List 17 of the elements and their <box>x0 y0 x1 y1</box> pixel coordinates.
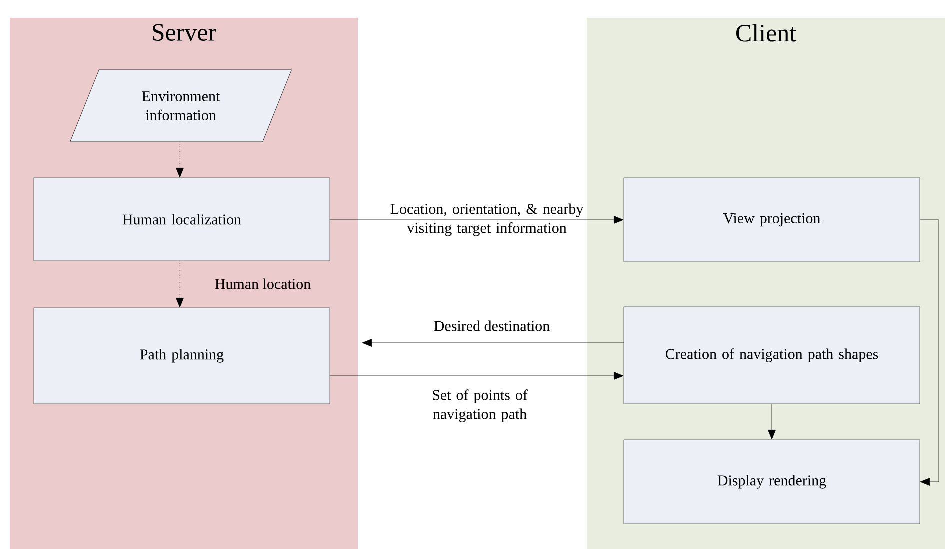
edge-label: Location, orientation, & nearby visiting target information <box>390 204 584 236</box>
process-box: Path planning <box>34 308 330 404</box>
process-box: Creation of navigation path shapes <box>624 306 920 404</box>
process-box: View projection <box>624 178 920 262</box>
arrow <box>330 372 624 380</box>
arrow <box>920 220 940 486</box>
process-box: Display rendering <box>624 440 920 524</box>
edge-label: Desired destination <box>434 320 550 332</box>
edge-label: Set of points of navigation path <box>433 390 528 422</box>
data-parallelogram: Environment information <box>70 70 292 142</box>
arrow <box>330 216 624 224</box>
process-box: Human localization <box>34 178 330 262</box>
arrow <box>362 339 624 347</box>
arrow <box>176 260 184 308</box>
arrow <box>768 404 776 440</box>
edge-label: Human location <box>215 278 311 290</box>
arrow <box>176 142 184 178</box>
